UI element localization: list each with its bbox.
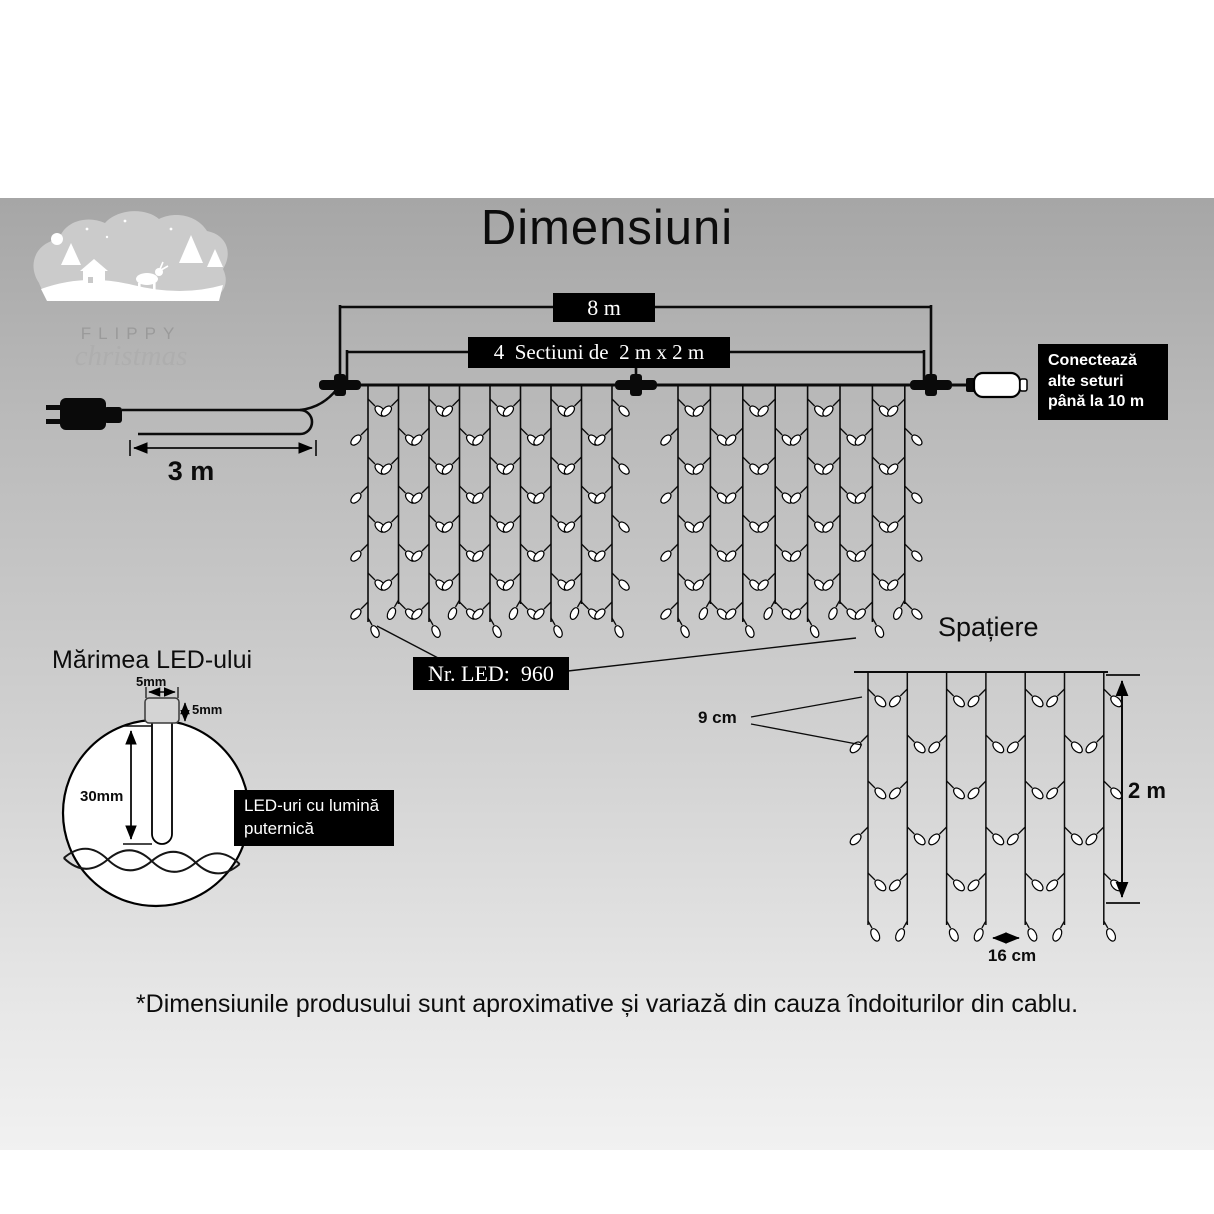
led-cap-width-value: 5mm [136, 674, 167, 689]
spacing-section-title: Spațiere [938, 612, 1039, 642]
tree-icon [179, 235, 203, 263]
led-size-section-title: Mărimea LED-ului [52, 646, 253, 674]
led-count-label: Nr. LED: 960 [413, 657, 569, 690]
led-body-length-value: 30mm [80, 788, 124, 805]
winter-scene-art [33, 211, 228, 301]
lead-cable [122, 388, 339, 436]
vertical-gap-value: 9 cm [698, 708, 737, 727]
led-brightness-note: LED-uri cu lumină puternică [234, 790, 394, 846]
connect-note-line2: alte seturi [1048, 372, 1124, 390]
end-plug [966, 371, 1028, 399]
sections-value: 4 Sectiuni de 2 m x 2 m [493, 340, 705, 364]
led-body [151, 721, 173, 845]
led-count-leaders [376, 625, 857, 672]
brand-logo: FLIPPY christmas [22, 205, 240, 373]
wire-connectors [319, 374, 952, 396]
connect-note-line3: până la 10 m [1048, 393, 1145, 411]
total-width-label: 8 m [553, 293, 655, 322]
brand-name: FLIPPY [80, 324, 182, 343]
led-cap [144, 697, 180, 724]
lead-cable-length: 3 m [167, 456, 215, 486]
connect-note-line1: Conectează [1048, 351, 1137, 369]
page-title: Dimensiuni [480, 201, 734, 255]
led-cap-height-value: 5mm [192, 702, 223, 717]
brand-name-script: christmas [74, 340, 188, 372]
tree-icon [61, 243, 81, 265]
led-count-value: Nr. LED: 960 [428, 660, 554, 686]
led-size-diagram [61, 687, 251, 908]
curtain-height-arrow [1106, 674, 1140, 904]
deer-icon [136, 261, 169, 294]
curtain-height-value: 2 m [1128, 778, 1166, 803]
twisted-wire [63, 847, 241, 875]
vertical-gap-leaders [750, 696, 863, 746]
house-icon [83, 271, 105, 287]
led-note-line1: LED-uri cu lumină [244, 796, 380, 816]
main-curtain-strings [350, 386, 923, 638]
wire-connector-tab [334, 374, 346, 396]
disclaimer-text: *Dimensiunile produsului sunt aproximati… [135, 990, 1079, 1018]
power-adapter [46, 398, 122, 430]
led-note-line2: puternică [244, 819, 314, 838]
body-length-arrow [123, 725, 152, 845]
horizontal-gap-value: 16 cm [987, 946, 1037, 965]
wire-connector-tab [630, 374, 642, 396]
total-width-value: 8 m [587, 294, 621, 320]
lead-cable-3m-arrow [129, 440, 317, 456]
spacing-curtain-strings [849, 673, 1123, 942]
tree-icon [207, 249, 223, 267]
connect-note: Conectează alte seturi până la 10 m [1038, 344, 1168, 420]
sections-label: 4 Sectiuni de 2 m x 2 m [468, 337, 730, 368]
cap-width-arrow [145, 687, 179, 698]
wire-connector-tab [925, 374, 937, 396]
moon-icon [51, 233, 63, 245]
